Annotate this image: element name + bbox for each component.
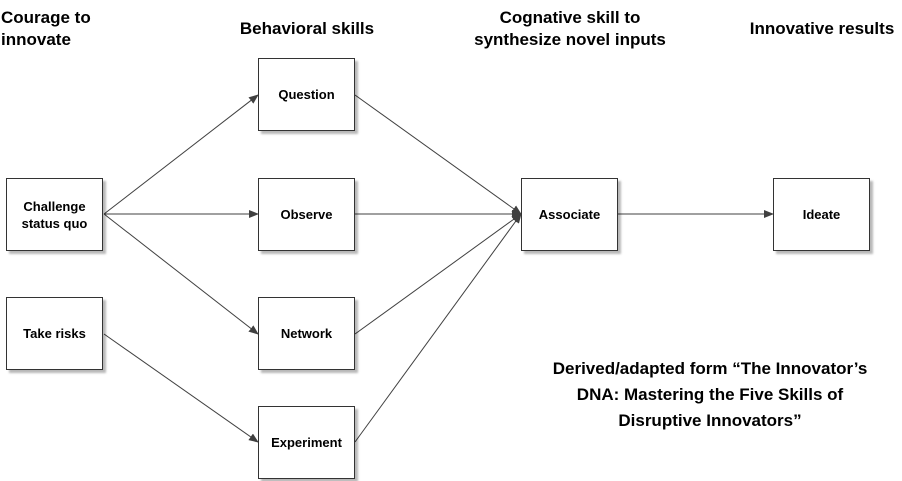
node-challenge-status-quo: Challenge status quo (6, 178, 103, 251)
node-observe-label: Observe (280, 207, 333, 222)
node-associate: Associate (521, 178, 618, 251)
node-ideate: Ideate (773, 178, 870, 251)
node-ideate-label: Ideate (802, 207, 841, 222)
node-take-risks: Take risks (6, 297, 103, 370)
node-network-label: Network (280, 326, 333, 341)
arrow-network-to-associate (354, 213, 522, 335)
node-associate-label: Associate (538, 207, 601, 222)
arrow-challenge-to-network (103, 213, 259, 335)
node-question: Question (258, 58, 355, 131)
node-network: Network (258, 297, 355, 370)
arrow-experiment-to-associate (354, 213, 522, 443)
node-take-risks-label: Take risks (23, 326, 86, 341)
node-observe: Observe (258, 178, 355, 251)
attribution-note: Derived/adapted form “The Innovator’s DN… (552, 359, 868, 430)
heading-courage: Courage to innovate (1, 8, 91, 49)
node-experiment-label: Experiment (271, 435, 342, 450)
heading-cognitive-skill: Cognative skill to synthesize novel inpu… (474, 8, 666, 49)
node-question-label: Question (278, 87, 335, 102)
node-experiment: Experiment (258, 406, 355, 479)
node-challenge-label: Challenge status quo (21, 198, 88, 231)
heading-innovative-results: Innovative results (749, 19, 895, 38)
arrow-challenge-to-question (103, 94, 259, 215)
arrow-question-to-associate (354, 94, 522, 215)
heading-behavioral-skills: Behavioral skills (239, 19, 375, 38)
arrow-takerisks-to-experiment (103, 333, 259, 443)
